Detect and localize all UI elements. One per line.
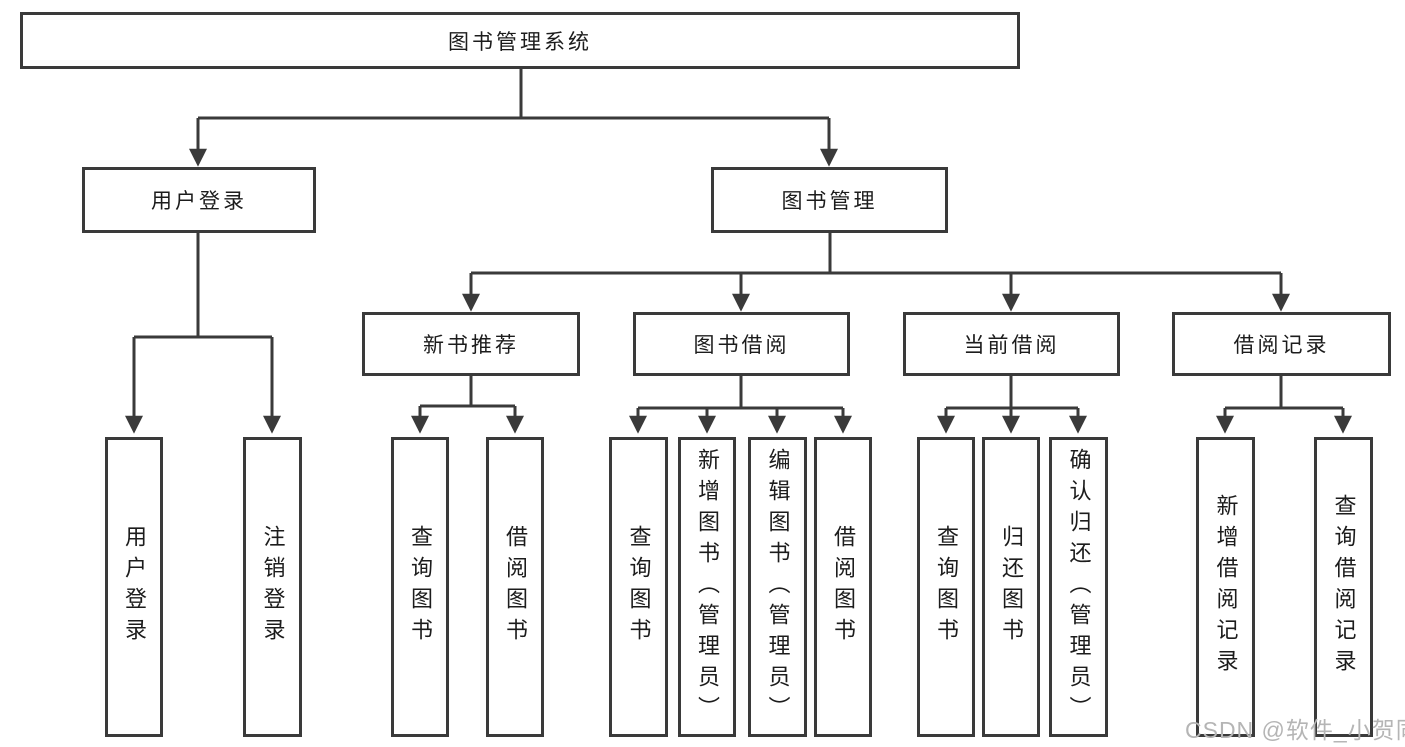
node-label: 图书管理系统 [448,30,592,54]
node-label: 图书借阅 [693,334,790,357]
node-label: 图书管理 [781,190,878,213]
leaf-confirm-return-admin: 确认归还（管理员） [1049,437,1108,737]
leaf-edit-book-admin: 编辑图书（管理员） [748,437,807,737]
node-label: 归还图书 [999,525,1024,649]
node-borrowing-records: 借阅记录 [1172,312,1391,376]
node-label: 查询图书 [408,525,433,649]
node-label: 查询借阅记录 [1331,494,1357,680]
node-label: 新增借阅记录 [1213,494,1239,680]
node-label: 用户登录 [151,190,247,213]
node-current-borrowing: 当前借阅 [903,312,1120,376]
node-label: 用户登录 [122,525,147,649]
leaf-query-books-recommend: 查询图书 [391,437,449,737]
leaf-borrow-books: 借阅图书 [814,437,872,737]
node-user-login: 用户登录 [82,167,316,233]
leaf-query-books-borrow: 查询图书 [609,437,668,737]
csdn-watermark: CSDN @软件_小贺同学 [1185,717,1405,743]
leaf-user-login: 用户登录 [105,437,163,737]
node-label: 借阅图书 [831,525,856,649]
node-label: 新书推荐 [423,334,519,357]
leaf-add-book-admin: 新增图书（管理员） [678,437,736,737]
node-library-management-system: 图书管理系统 [20,12,1020,69]
node-label: 新增图书（管理员） [695,447,720,727]
node-new-book-recommendation: 新书推荐 [362,312,580,376]
node-book-management: 图书管理 [711,167,948,233]
node-label: 查询图书 [934,525,959,649]
node-label: 借阅记录 [1233,334,1330,357]
leaf-logout: 注销登录 [243,437,302,737]
leaf-borrow-books-recommend: 借阅图书 [486,437,544,737]
leaf-query-books-current: 查询图书 [917,437,975,737]
leaf-return-book: 归还图书 [982,437,1040,737]
leaf-add-borrow-record: 新增借阅记录 [1196,437,1255,737]
node-book-borrowing: 图书借阅 [633,312,850,376]
node-label: 当前借阅 [963,334,1060,357]
node-label: 注销登录 [260,525,286,649]
node-label: 查询图书 [626,525,652,649]
node-label: 编辑图书（管理员） [765,447,791,727]
leaf-query-borrow-record: 查询借阅记录 [1314,437,1373,737]
node-label: 确认归还（管理员） [1066,447,1092,727]
node-label: 借阅图书 [503,525,528,649]
